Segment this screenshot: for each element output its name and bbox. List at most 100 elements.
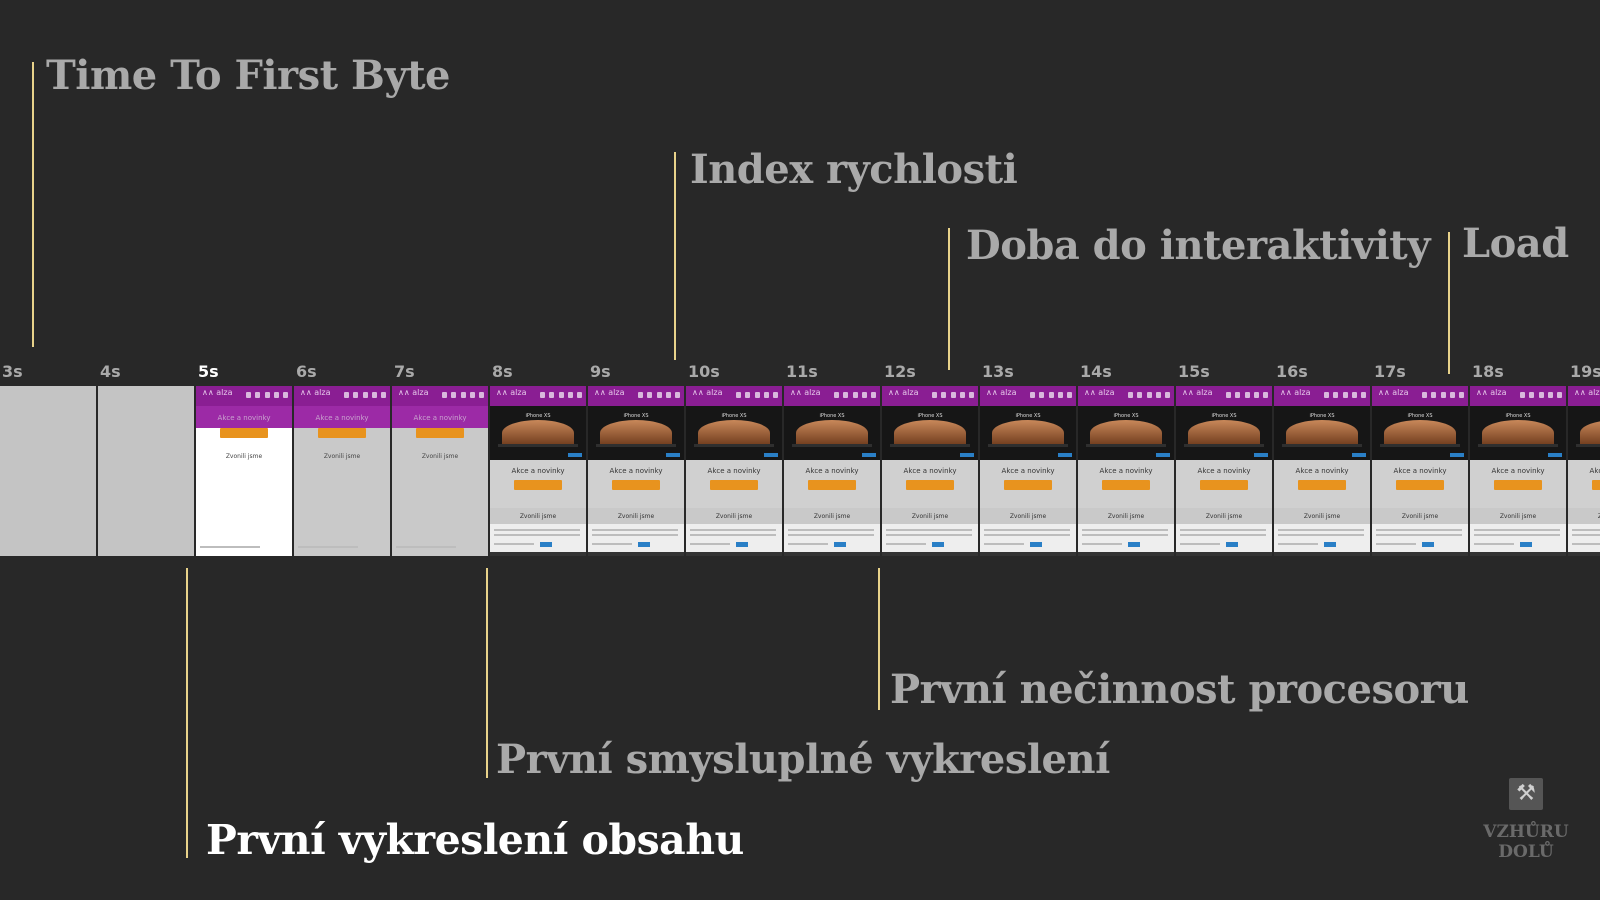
frame-text-line (1572, 534, 1600, 536)
frame-zvonili-label: Zvonili jsme (715, 513, 753, 520)
frame-blue-badge (862, 453, 876, 457)
frame-text-line (1376, 529, 1462, 531)
frame-blue-button (1520, 542, 1532, 547)
tick-label: 10s (688, 362, 720, 381)
frame-site-header (1274, 386, 1370, 406)
frame-text-line (592, 534, 678, 536)
site-logo: ∧∧ alza (1182, 388, 1213, 397)
site-logo: ∧∧ alza (986, 388, 1017, 397)
tick-label: 5s (198, 362, 219, 381)
frame-button (1396, 480, 1444, 490)
frame-phone-image (796, 420, 868, 446)
frame-bottom-bar (588, 552, 684, 556)
frame-button (1200, 480, 1248, 490)
frame-text-line (1474, 529, 1560, 531)
hammer-pick-icon: ⚒ (1509, 778, 1543, 810)
frame-blue-button (834, 542, 846, 547)
brand-logo: ⚒ VZHŮRU DOLŮ (1476, 778, 1576, 862)
site-logo: ∧∧ alza (888, 388, 919, 397)
frame-blue-button (540, 542, 552, 547)
frame-blue-badge (960, 453, 974, 457)
frame-iphone-label: iPhone XS (1211, 413, 1237, 419)
frame-divider (1076, 386, 1078, 556)
header-icons (1128, 392, 1170, 400)
frame-bottom-bar (1568, 552, 1600, 556)
frame-blue-badge (764, 453, 778, 457)
header-icons (1324, 392, 1366, 400)
frame-zvonili-label: Zvonili jsme (225, 453, 263, 460)
frame-phone-image (698, 420, 770, 446)
frame-blue-badge (1352, 453, 1366, 457)
frame-divider (880, 386, 882, 556)
frame-divider (684, 386, 686, 556)
site-logo: ∧∧ alza (1476, 388, 1507, 397)
frame-phone-base (988, 444, 1068, 447)
frame-blue-badge (1254, 453, 1268, 457)
frame-banner (392, 406, 488, 428)
tick-label: 19s (1570, 362, 1600, 381)
frame-bottom-bar (1176, 552, 1272, 556)
header-icons (1520, 392, 1562, 400)
frame-blue-badge (1058, 453, 1072, 457)
frame-text-line (1180, 529, 1266, 531)
frame-site-header (1078, 386, 1174, 406)
tick-label: 13s (982, 362, 1014, 381)
frame-zvonili-label: Zvonili jsme (911, 513, 949, 520)
frame-phone-image (1286, 420, 1358, 446)
speed-index-label: Index rychlosti (690, 146, 1018, 193)
site-logo: ∧∧ alza (790, 388, 821, 397)
frame-divider (978, 386, 980, 556)
frame-zvonili-label: Zvonili jsme (1597, 513, 1600, 520)
frame-divider (1272, 386, 1274, 556)
frame-akce-label: Akce a novinky (609, 467, 663, 475)
frame-iphone-label: iPhone XS (525, 413, 551, 419)
frame-text-line (200, 546, 260, 548)
frame-divider (782, 386, 784, 556)
frame-blue-button (1030, 542, 1042, 547)
site-logo: ∧∧ alza (692, 388, 723, 397)
filmstrip-frame (98, 386, 194, 556)
frame-site-header (392, 386, 488, 406)
frame-zvonili-label: Zvonili jsme (1499, 513, 1537, 520)
frame-site-header (1176, 386, 1272, 406)
frame-phone-base (1184, 444, 1264, 447)
frame-site-header (490, 386, 586, 406)
frame-akce-label: Akce a novinky (903, 467, 957, 475)
frame-text-line (984, 529, 1070, 531)
frame-phone-image (600, 420, 672, 446)
frame-text-line (1180, 543, 1220, 545)
frame-phone-base (1282, 444, 1362, 447)
frame-phone-base (596, 444, 676, 447)
frame-text-line (886, 543, 926, 545)
frame-divider (194, 386, 196, 556)
frame-blue-button (1226, 542, 1238, 547)
frame-site-header (882, 386, 978, 406)
frame-text-line (1180, 534, 1266, 536)
frame-akce-label: Akce a novinky (315, 414, 369, 422)
frame-zvonili-label: Zvonili jsme (1205, 513, 1243, 520)
frame-blue-button (1128, 542, 1140, 547)
frame-akce-label: Akce a novinky (1001, 467, 1055, 475)
frame-text-line (984, 543, 1024, 545)
frame-text-line (886, 534, 972, 536)
header-icons (932, 392, 974, 400)
site-logo: ∧∧ alza (1280, 388, 1311, 397)
ttfb-marker (32, 62, 34, 347)
frame-phone-image (992, 420, 1064, 446)
first-meaningful-paint-label: První smysluplné vykreslení (496, 736, 1110, 783)
frame-text-line (1474, 534, 1560, 536)
frame-bottom-bar (490, 552, 586, 556)
frame-site-header (686, 386, 782, 406)
frame-iphone-label: iPhone XS (1113, 413, 1139, 419)
frame-phone-image (1482, 420, 1554, 446)
frame-iphone-label: iPhone XS (623, 413, 649, 419)
